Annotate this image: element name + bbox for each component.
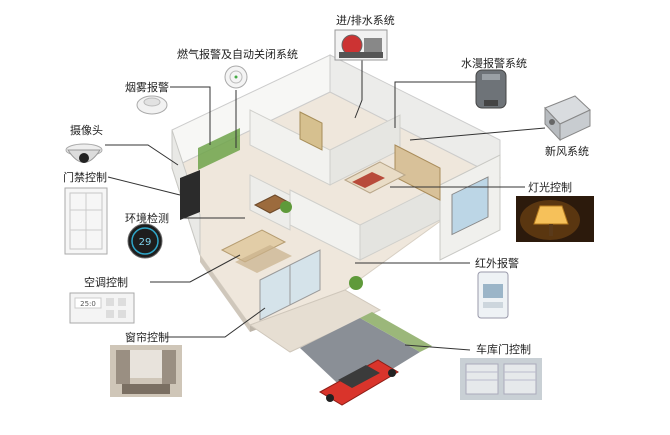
plant-2 <box>349 276 363 290</box>
floor-edge <box>200 255 250 332</box>
label-door-access: 门禁控制 <box>63 171 107 184</box>
line-ac <box>150 254 241 283</box>
balcony-slab <box>248 289 382 353</box>
label-garage-control: 车库门控制 <box>476 343 531 356</box>
entry-door <box>180 170 200 220</box>
lamp-icon <box>516 196 594 242</box>
line-door <box>107 176 181 196</box>
fresh-air-unit-icon <box>544 95 591 142</box>
line-curtain <box>165 307 266 338</box>
line-camera <box>105 144 179 166</box>
infrared-detector-icon <box>477 271 509 319</box>
thermostat-reading: 29 <box>139 237 152 248</box>
wardrobe <box>394 144 441 201</box>
label-gas-system: 燃气报警及自动关闭系统 <box>177 48 298 61</box>
gas-sensor-icon <box>224 65 248 89</box>
ac-panel-icon <box>69 292 135 324</box>
grass-strip <box>360 312 432 352</box>
camera-icon <box>65 143 103 163</box>
line-water <box>354 60 363 119</box>
label-water-system: 进/排水系统 <box>336 14 395 27</box>
label-flood-alarm: 水漫报警系统 <box>461 57 527 70</box>
driveway <box>300 318 420 395</box>
label-camera: 摄像头 <box>70 124 103 137</box>
line-flood <box>394 81 478 128</box>
water-pump-icon <box>334 29 388 61</box>
rug <box>235 245 292 273</box>
curtain-room-icon <box>110 345 182 397</box>
line-smoke <box>170 86 211 145</box>
label-fresh-air: 新风系统 <box>545 145 589 158</box>
garage-door-icon <box>460 358 542 400</box>
label-curtain-control: 窗帘控制 <box>125 331 169 344</box>
kitchen-green-wall <box>198 128 240 170</box>
connector-lines <box>105 60 546 351</box>
line-fresh-air <box>409 127 546 141</box>
car <box>318 359 399 406</box>
sofa <box>220 229 287 263</box>
thermostat-icon <box>127 223 163 259</box>
ac-panel-reading: 25:0 <box>80 300 96 308</box>
label-smoke-alarm: 烟雾报警 <box>125 81 169 94</box>
label-ac-control: 空调控制 <box>84 276 128 289</box>
bed-red-blanket <box>352 172 385 188</box>
window-right <box>451 176 489 236</box>
plant-3 <box>280 201 292 213</box>
bookshelf <box>299 111 323 151</box>
smoke-detector-icon <box>136 95 168 115</box>
label-infrared-alarm: 红外报警 <box>475 257 519 270</box>
flood-sensor-icon <box>475 69 507 109</box>
label-lighting: 灯光控制 <box>528 181 572 194</box>
door-access-icon <box>64 187 108 255</box>
line-garage <box>404 344 471 351</box>
house-cutaway <box>171 54 501 406</box>
label-environment: 环境检测 <box>125 212 169 225</box>
